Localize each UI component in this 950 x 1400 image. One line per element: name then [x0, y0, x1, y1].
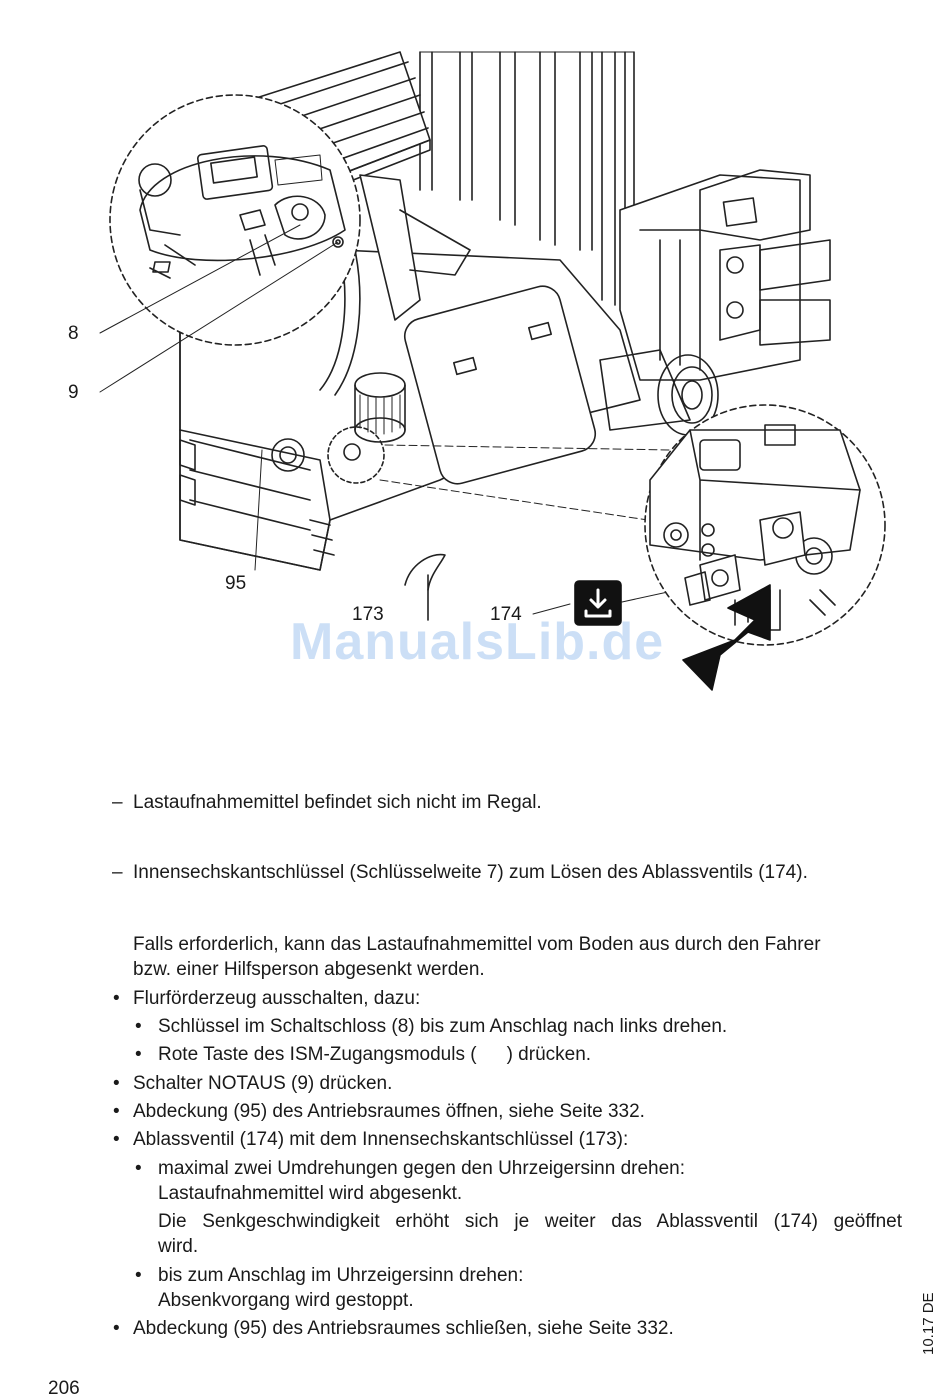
hex-key-173 — [404, 553, 446, 621]
step-1b: Rote Taste des ISM-Zugangsmoduls ( ) drüc… — [158, 1042, 591, 1067]
step-5: Abdeckung (95) des Antriebsraumes schlie… — [133, 1318, 674, 1339]
page-number: 206 — [48, 1378, 80, 1399]
ism-button-icon — [477, 1059, 507, 1060]
technical-illustration: 8 9 95 173 174 ManualsLib.de — [68, 51, 886, 691]
bullet: • — [113, 988, 120, 1009]
step-1: Flurförderzeug ausschalten, dazu: — [133, 988, 421, 1009]
intro-line-1: Falls erforderlich, kann das Lastaufnahm… — [133, 934, 821, 955]
step-2: Schalter NOTAUS (9) drücken. — [133, 1073, 393, 1094]
step-4a-line-2: Lastaufnahmemittel wird abgesenkt. — [158, 1183, 463, 1204]
leader-lines — [99, 224, 701, 615]
forklift-drawing — [99, 51, 886, 691]
dash-marker: – — [112, 792, 123, 813]
step-4a-note-line-1: Die Senkgeschwindigkeit erhöht sich je w… — [158, 1211, 902, 1232]
step-4b-line-1: bis zum Anschlag im Uhrzeigersinn drehen… — [158, 1265, 524, 1286]
step-1b-post: ) drücken. — [506, 1044, 592, 1065]
lowering-valve-symbol-icon — [574, 580, 622, 626]
watermark: ManualsLib.de — [290, 613, 665, 671]
step-1a: Schlüssel im Schaltschloss (8) bis zum A… — [158, 1016, 728, 1037]
dash-marker: – — [112, 862, 123, 883]
callout-173: 173 — [352, 604, 384, 625]
precondition-2: Innensechskantschlüssel (Schlüsselweite … — [133, 862, 808, 883]
step-3: Abdeckung (95) des Antriebsraumes öffnen… — [133, 1101, 645, 1122]
step-4a-note-line-2: wird. — [158, 1236, 199, 1257]
intro-line-2: bzw. einer Hilfsperson abgesenkt werden. — [133, 959, 485, 980]
bullet: • — [113, 1101, 120, 1122]
bullet: • — [135, 1016, 142, 1037]
drive-motor — [327, 372, 406, 484]
edition-label: 10.17 DE — [920, 1292, 937, 1355]
callout-9: 9 — [68, 382, 79, 403]
bullet: • — [135, 1158, 142, 1179]
precondition-1: Lastaufnahmemittel befindet sich nicht i… — [133, 792, 542, 813]
control-panel-detail — [109, 94, 361, 346]
bullet: • — [113, 1129, 120, 1150]
arrow-icon — [682, 584, 771, 691]
step-4: Ablassventil (174) mit dem Innensechskan… — [133, 1129, 629, 1150]
callout-174: 174 — [490, 604, 522, 625]
step-1b-pre: Rote Taste des ISM-Zugangsmoduls ( — [158, 1044, 477, 1065]
fork-carriage — [619, 169, 831, 381]
callout-95: 95 — [225, 573, 247, 594]
callout-8: 8 — [68, 323, 79, 344]
step-4b-line-2: Absenkvorgang wird gestoppt. — [158, 1290, 414, 1311]
bullet: • — [135, 1265, 142, 1286]
bullet: • — [113, 1318, 120, 1339]
step-4a-line-1: maximal zwei Umdrehungen gegen den Uhrze… — [158, 1158, 686, 1179]
bullet: • — [135, 1044, 142, 1065]
bullet: • — [113, 1073, 120, 1094]
valve-block-detail — [644, 404, 886, 646]
